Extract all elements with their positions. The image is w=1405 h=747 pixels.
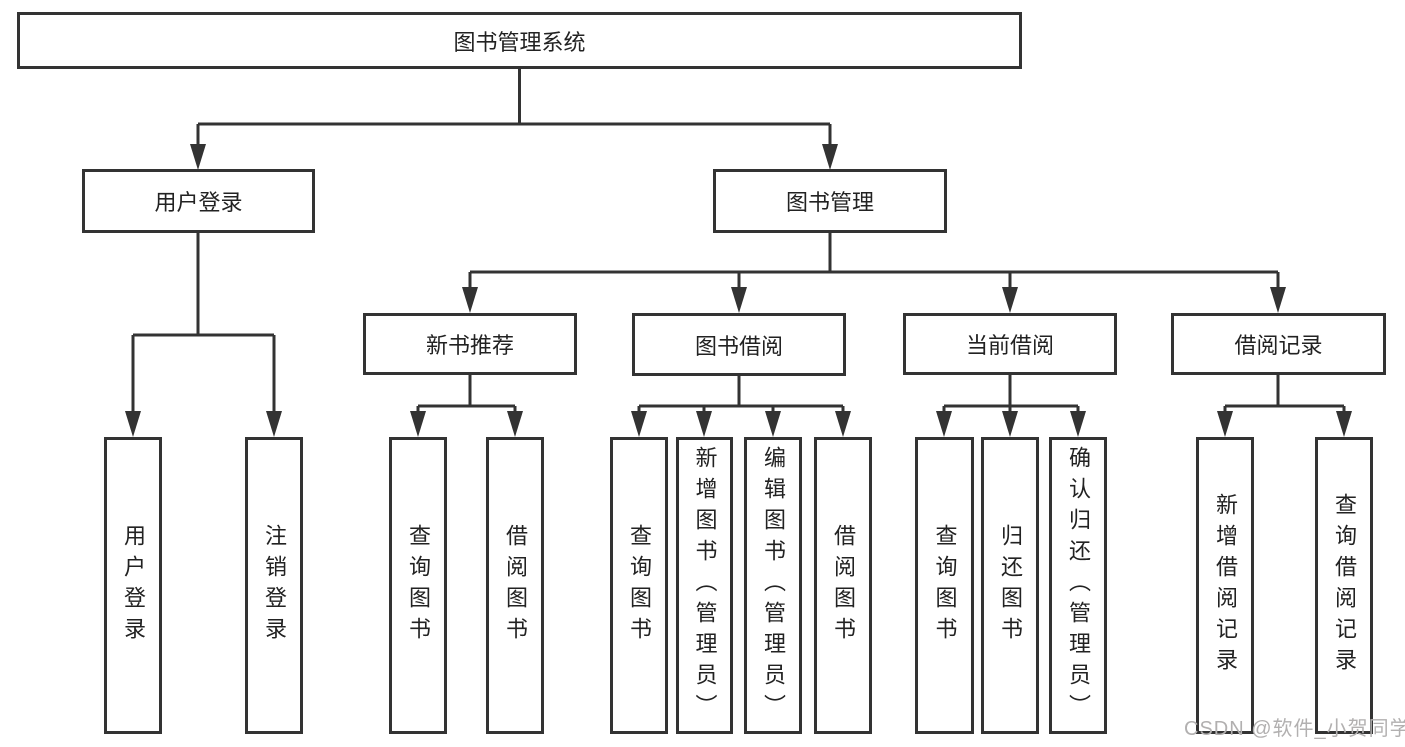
connector-new-book-branch (416, 375, 517, 417)
csdn-watermark: CSDN @软件_小贺同学 (1184, 718, 1405, 740)
arrow-icon (266, 411, 282, 437)
node-label: 查询借阅记录 (1332, 492, 1357, 679)
node-current-borrow: 当前借阅 (903, 313, 1117, 375)
leaf-query-books-borrow: 查询图书 (610, 437, 668, 734)
arrow-icon (125, 411, 141, 437)
node-label: 注销登录 (262, 523, 287, 648)
arrow-icon (1002, 287, 1018, 313)
leaf-logout: 注销登录 (245, 437, 303, 734)
arrowheads (125, 144, 1352, 437)
arrow-icon (507, 411, 523, 437)
connector-current-borrow-branch (942, 375, 1080, 417)
leaf-add-borrow-record: 新增借阅记录 (1196, 437, 1254, 734)
arrow-icon (190, 144, 206, 170)
arrow-icon (936, 411, 952, 437)
leaf-query-books-current: 查询图书 (915, 437, 974, 734)
node-label: 借阅图书 (503, 523, 528, 648)
node-label: 查询图书 (932, 523, 958, 648)
node-label: 用户登录 (121, 523, 146, 648)
node-label: 查询图书 (627, 523, 652, 648)
node-book-management: 图书管理 (713, 169, 947, 233)
node-label: 新书推荐 (425, 333, 514, 358)
node-label: 查询图书 (406, 523, 431, 648)
node-label: 当前借阅 (965, 333, 1054, 358)
arrow-icon (1002, 411, 1018, 437)
leaf-borrow-books: 借阅图书 (814, 437, 872, 734)
node-label: 编辑图书（管理员） (761, 446, 786, 725)
node-user-login: 用户登录 (82, 169, 315, 233)
arrow-icon (765, 411, 781, 437)
node-label: 图书管理系统 (453, 29, 586, 55)
connector-book-management-branch (468, 232, 1280, 293)
leaf-borrow-books-recommend: 借阅图书 (486, 437, 544, 734)
leaf-confirm-return-admin: 确认归还（管理员） (1049, 437, 1107, 734)
node-label: 用户登录 (154, 190, 243, 215)
arrow-icon (731, 287, 747, 313)
connector-borrow-record-branch (1223, 375, 1346, 417)
leaf-edit-books-admin: 编辑图书（管理员） (744, 437, 802, 734)
arrow-icon (696, 411, 712, 437)
node-label: 归还图书 (998, 523, 1023, 648)
node-borrow-records: 借阅记录 (1171, 313, 1386, 375)
node-new-book-recommend: 新书推荐 (363, 313, 577, 375)
connector-user-login-branch (131, 233, 276, 417)
node-label: 图书借阅 (694, 333, 783, 359)
arrow-icon (1270, 287, 1286, 313)
leaf-query-books-recommend: 查询图书 (389, 437, 447, 734)
node-label: 借阅记录 (1234, 333, 1323, 358)
node-label: 借阅图书 (831, 523, 856, 648)
node-label: 确认归还（管理员） (1066, 446, 1091, 725)
arrow-icon (631, 411, 647, 437)
arrow-icon (1070, 411, 1086, 437)
leaf-add-books-admin: 新增图书（管理员） (676, 437, 733, 734)
node-label: 新增图书（管理员） (692, 446, 718, 725)
node-label: 图书管理 (785, 190, 874, 215)
node-book-borrow: 图书借阅 (632, 313, 846, 376)
arrow-icon (1217, 411, 1233, 437)
arrow-icon (835, 411, 851, 437)
connector-root-to-level2 (196, 69, 832, 150)
connector-book-borrow-branch (637, 376, 845, 417)
leaf-query-borrow-record: 查询借阅记录 (1315, 437, 1373, 734)
arrow-icon (462, 287, 478, 313)
arrow-icon (1336, 411, 1352, 437)
leaf-user-login: 用户登录 (104, 437, 162, 734)
node-book-management-system: 图书管理系统 (17, 12, 1022, 69)
leaf-return-books: 归还图书 (981, 437, 1039, 734)
arrow-icon (822, 144, 838, 170)
node-label: 新增借阅记录 (1213, 492, 1238, 679)
arrow-icon (410, 411, 426, 437)
